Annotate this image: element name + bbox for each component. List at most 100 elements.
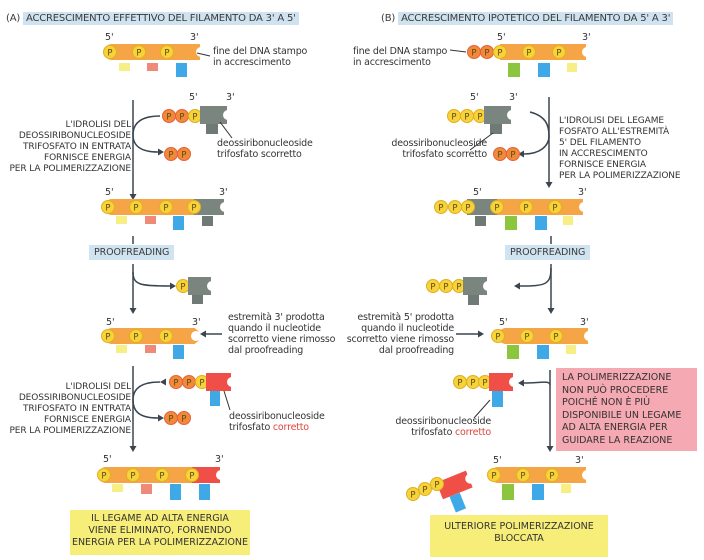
label-prefix: trifosfato bbox=[229, 422, 273, 433]
text-line: AD ALTA ENERGIA PER bbox=[562, 422, 668, 433]
base-icon bbox=[537, 345, 549, 359]
correct-nucleotide bbox=[489, 373, 513, 391]
text-line: L'IDROLISI DEL bbox=[65, 382, 131, 392]
panel-a-end-produced-label: estremità 3' prodotta quando il nucleoti… bbox=[228, 312, 335, 356]
phosphate-icon bbox=[101, 329, 115, 343]
phosphate-label: P bbox=[186, 378, 191, 388]
phosphate-label: P bbox=[438, 203, 443, 213]
notch bbox=[207, 281, 217, 291]
dna-strand bbox=[497, 199, 583, 215]
phosphate-icon bbox=[522, 45, 536, 59]
phosphate-icon bbox=[545, 468, 559, 482]
phosphate-label: P bbox=[491, 471, 496, 481]
excised-nucleotide bbox=[463, 277, 487, 295]
text-line: DEOSSIRIBONUCLEOSIDE bbox=[18, 393, 131, 403]
phosphate-label: P bbox=[549, 471, 554, 481]
phosphate-label: P bbox=[434, 480, 439, 490]
panel-b-title-text: ACCRESCIMENTO IPOTETICO DEL FILAMENTO DA… bbox=[398, 12, 674, 25]
base-icon bbox=[170, 484, 181, 500]
dna-strand bbox=[112, 328, 195, 344]
pyrophosphate-arrow bbox=[523, 111, 550, 155]
text-line: IL LEGAME AD ALTA ENERGIA bbox=[91, 513, 229, 524]
base-icon bbox=[112, 484, 123, 492]
phosphate-icon bbox=[461, 200, 475, 214]
phosphate-label: P bbox=[163, 332, 168, 342]
label-line: estremità 5' prodotta bbox=[357, 312, 454, 323]
base-icon bbox=[116, 216, 127, 224]
text-line: TRIFOSFATO IN ENTRATA bbox=[23, 404, 131, 414]
leader-line bbox=[223, 390, 231, 411]
base-icon bbox=[145, 345, 156, 353]
five-prime-label: 5' bbox=[106, 317, 115, 328]
text-line: PER LA POLIMERIZZAZIONE bbox=[9, 164, 131, 174]
label-line: scorretto viene rimosso bbox=[346, 334, 454, 345]
phosphate-icon bbox=[552, 45, 566, 59]
base-icon bbox=[532, 484, 544, 500]
label-line: dal proofreading bbox=[378, 345, 454, 356]
phosphate-label: P bbox=[464, 112, 469, 122]
text-line: L'IDROLISI DEL bbox=[65, 120, 131, 130]
phosphate-label: P bbox=[510, 150, 515, 160]
five-prime-label: 5' bbox=[493, 455, 502, 466]
arrow-head-icon bbox=[514, 282, 520, 290]
base-icon bbox=[535, 216, 547, 230]
label-line: in accrescimento bbox=[213, 57, 291, 68]
phosphate-icon bbox=[97, 468, 111, 482]
phosphate-label: P bbox=[181, 150, 186, 160]
label-line: fine del DNA stampo bbox=[353, 46, 448, 57]
arrow-head-icon bbox=[170, 282, 176, 290]
text-line: POICHÉ NON È PIÙ bbox=[562, 397, 651, 408]
dna-strand bbox=[500, 44, 586, 60]
panel-b-blocked-box: LA POLIMERIZZAZIONE NON PUÒ PROCEDERE PO… bbox=[556, 368, 697, 451]
arrow-head-icon bbox=[547, 308, 555, 314]
phosphate-icon bbox=[129, 329, 143, 343]
five-prime-label: 5' bbox=[105, 187, 114, 198]
arrow-head-icon bbox=[518, 150, 524, 158]
phosphate-icon bbox=[430, 477, 444, 491]
base-icon bbox=[116, 345, 127, 353]
phosphate-label: P bbox=[484, 48, 489, 58]
label-line: scorretto viene rimosso bbox=[228, 334, 336, 345]
base-icon bbox=[147, 63, 158, 71]
phosphate-label: P bbox=[477, 112, 482, 122]
phosphate-label: P bbox=[159, 471, 164, 481]
notch bbox=[584, 331, 594, 341]
five-prime-label: 5' bbox=[103, 454, 112, 465]
text-line: FORNISCE ENERGIA bbox=[559, 160, 646, 170]
text-line: GUIDARE LA REAZIONE bbox=[562, 434, 673, 446]
arrow-head-icon bbox=[546, 446, 554, 452]
correct-highlight: corretto bbox=[455, 427, 491, 438]
base-icon bbox=[173, 345, 184, 359]
three-prime-end-notch bbox=[191, 331, 201, 341]
incorrect-nucleotide bbox=[467, 199, 497, 215]
base-icon bbox=[502, 484, 514, 500]
phosphate-icon bbox=[187, 200, 201, 214]
label-line: deossiribonucleoside bbox=[391, 138, 487, 149]
phosphate-icon bbox=[177, 147, 191, 161]
correct-highlight: corretto bbox=[272, 422, 309, 433]
text-line: ULTERIORE POLIMERIZZAZIONE bbox=[444, 521, 594, 532]
base-icon bbox=[538, 63, 550, 77]
arrow-head-icon bbox=[129, 194, 137, 200]
panel-a-proofreading-label: PROOFREADING bbox=[89, 245, 175, 260]
text-line: IN ACCRESCIMENTO bbox=[559, 149, 648, 159]
rejected-nucleotide bbox=[436, 470, 476, 513]
phosphate-label: P bbox=[133, 332, 138, 342]
leader-line bbox=[473, 399, 491, 419]
phosphate-label: P bbox=[456, 282, 461, 292]
notch bbox=[227, 377, 237, 387]
phosphate-label: P bbox=[133, 203, 138, 213]
excised-nucleotide bbox=[188, 277, 211, 295]
notch bbox=[220, 202, 230, 212]
base-icon bbox=[563, 216, 573, 225]
five-prime-label: 5' bbox=[189, 92, 198, 103]
phosphate-icon bbox=[418, 482, 432, 496]
arrow-head-icon bbox=[545, 182, 553, 188]
notch bbox=[223, 110, 233, 120]
text-line: 5' DEL FILAMENTO bbox=[559, 138, 641, 148]
text-line: FORNISCE ENERGIA bbox=[44, 415, 131, 425]
correct-nucleotide bbox=[206, 373, 231, 391]
phosphate-label: P bbox=[422, 485, 427, 495]
base-icon bbox=[145, 216, 156, 224]
phosphate-icon bbox=[549, 329, 563, 343]
